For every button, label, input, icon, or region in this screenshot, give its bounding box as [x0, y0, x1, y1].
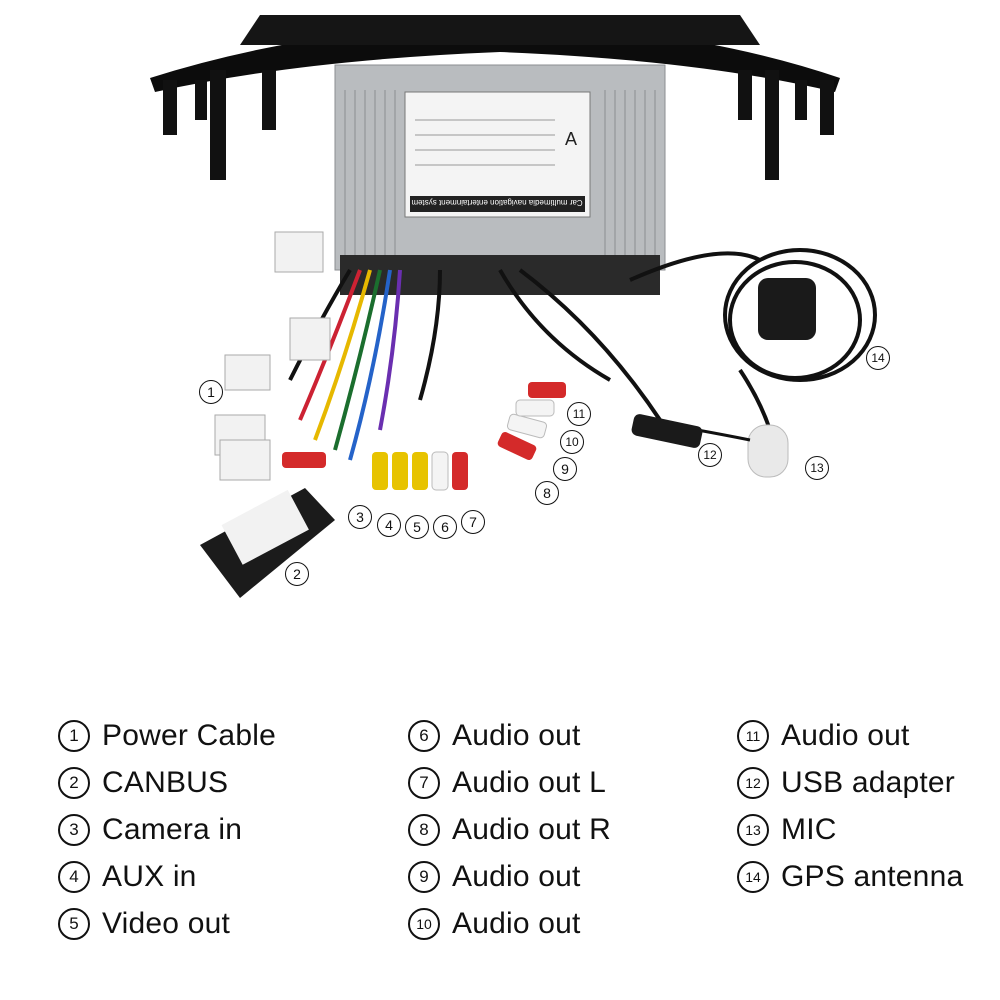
legend-label: Audio out	[452, 906, 581, 940]
legend-item: 4 AUX in	[58, 853, 276, 900]
bezel-top	[240, 15, 760, 45]
gps-puck	[758, 278, 816, 340]
callout-2: 2	[285, 562, 309, 586]
rca-plugs	[282, 382, 566, 491]
callout-1: 1	[199, 380, 223, 404]
legend-item: 7 Audio out L	[408, 759, 611, 806]
legend-label: Audio out	[452, 859, 581, 893]
legend-number: 7	[408, 766, 440, 799]
legend-number: 3	[58, 813, 90, 846]
callout-3: 3	[348, 505, 372, 529]
callout-6: 6	[433, 515, 457, 539]
legend-column-3: 11 Audio out 12 USB adapter 13 MIC 14 GPS an…	[737, 712, 963, 900]
mount-brackets	[163, 70, 834, 180]
callout-14: 14	[866, 346, 890, 370]
legend-number: 14	[737, 860, 769, 893]
product-photo: A Car multimedia navigation entertainmen…	[150, 15, 877, 598]
legend-item: 8 Audio out R	[408, 806, 611, 853]
sticker-caption: Car multimedia navigation entertainment …	[411, 198, 583, 207]
legend-item: 6 Audio out	[408, 712, 611, 759]
legend-label: GPS antenna	[781, 859, 964, 893]
legend-number: 13	[737, 813, 769, 846]
legend-label: Power Cable	[102, 718, 276, 752]
legend-item: 12 USB adapter	[737, 759, 963, 806]
legend-label: Audio out	[452, 718, 581, 752]
canbus-box	[200, 488, 335, 598]
legend-label: Audio out L	[452, 765, 606, 799]
callout-5: 5	[405, 515, 429, 539]
legend-number: 5	[58, 907, 90, 940]
legend-label: MIC	[781, 812, 837, 846]
legend-label: Audio out	[781, 718, 910, 752]
legend-number: 8	[408, 813, 440, 846]
callout-10: 10	[560, 430, 584, 454]
legend-item: 10 Audio out	[408, 900, 611, 947]
callout-4: 4	[377, 513, 401, 537]
legend-item: 11 Audio out	[737, 712, 963, 759]
callout-8: 8	[535, 481, 559, 505]
gps-antenna	[629, 248, 877, 431]
legend-label: Camera in	[102, 812, 243, 846]
head-unit-chassis: A Car multimedia navigation entertainmen…	[334, 64, 666, 295]
legend-label: Video out	[102, 906, 231, 940]
legend-label: USB adapter	[781, 765, 955, 799]
legend-number: 9	[408, 860, 440, 893]
legend-number: 1	[58, 719, 90, 752]
callout-9: 9	[553, 457, 577, 481]
wiring-harness	[288, 268, 662, 461]
harness-connectors	[214, 231, 331, 481]
callout-13: 13	[805, 456, 829, 480]
legend-label: CANBUS	[102, 765, 229, 799]
legend-item: 5 Video out	[58, 900, 276, 947]
callout-11: 11	[567, 402, 591, 426]
usb-adapter	[631, 414, 703, 448]
legend-label: AUX in	[102, 859, 197, 893]
legend-label: Audio out R	[452, 812, 611, 846]
legend-item: 2 CANBUS	[58, 759, 276, 806]
legend-number: 12	[737, 766, 769, 799]
legend-number: 10	[408, 907, 440, 940]
callout-7: 7	[461, 510, 485, 534]
legend-item: 13 MIC	[737, 806, 963, 853]
legend-number: 4	[58, 860, 90, 893]
legend-item: 9 Audio out	[408, 853, 611, 900]
legend-number: 6	[408, 719, 440, 752]
legend-item: 14 GPS antenna	[737, 853, 963, 900]
legend-number: 2	[58, 766, 90, 799]
callout-12: 12	[698, 443, 722, 467]
legend-number: 11	[737, 719, 769, 752]
legend-item: 3 Camera in	[58, 806, 276, 853]
sticker-letter: A	[565, 129, 577, 149]
legend-item: 1 Power Cable	[58, 712, 276, 759]
